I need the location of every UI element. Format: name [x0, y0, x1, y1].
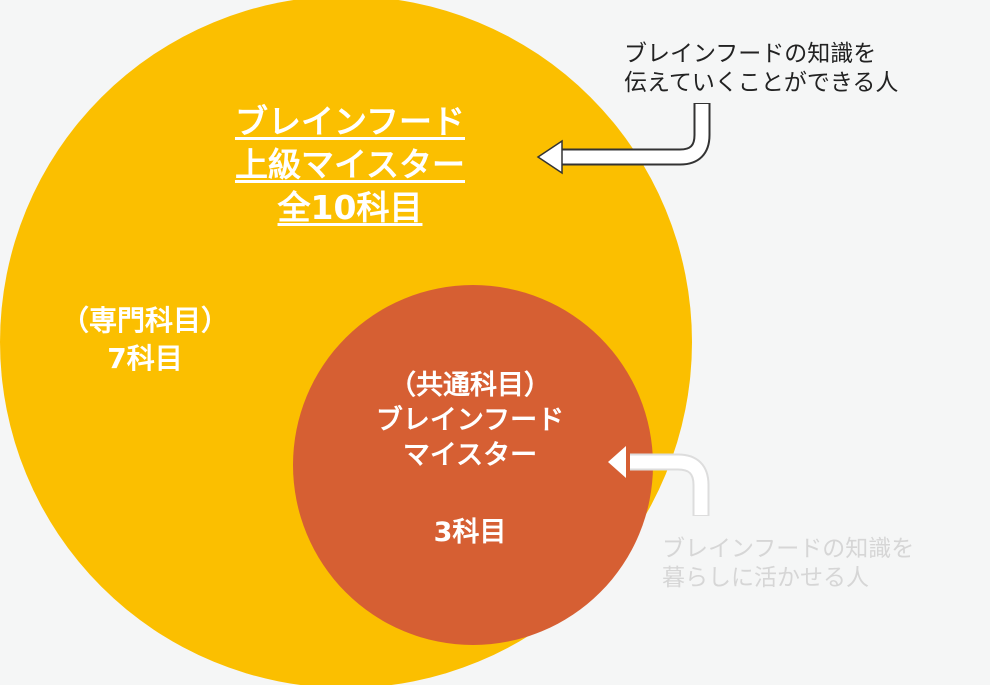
advanced-note: ブレインフードの知識を 伝えていくことができる人: [624, 40, 898, 98]
specialized-subjects: （専門科目） 7科目: [20, 302, 270, 378]
note-line: ブレインフードの知識を: [624, 41, 877, 67]
note-line: 暮らしに活かせる人: [662, 565, 869, 591]
title-line: 全10科目: [277, 188, 423, 227]
arrow-advanced-icon: [536, 103, 711, 175]
note-line: 伝えていくことができる人: [624, 70, 899, 96]
advanced-meister-title: ブレインフード 上級マイスター 全10科目: [200, 100, 500, 229]
arrow-basic-icon: [608, 446, 710, 516]
common-count: 3科目: [433, 517, 507, 548]
meister-title-line: マイスター: [402, 440, 538, 471]
specialized-count: 7科目: [107, 342, 183, 375]
common-subjects: （共通科目） ブレインフード マイスター: [330, 368, 610, 473]
title-line: 上級マイスター: [234, 145, 465, 184]
title-line: ブレインフード: [234, 102, 465, 141]
note-line: ブレインフードの知識を: [662, 536, 915, 562]
specialized-label: （専門科目）: [60, 304, 229, 337]
common-label: （共通科目）: [389, 370, 551, 401]
inner-circle: [293, 285, 653, 645]
basic-note: ブレインフードの知識を 暮らしに活かせる人: [662, 535, 914, 593]
meister-title-line: ブレインフード: [375, 405, 565, 436]
